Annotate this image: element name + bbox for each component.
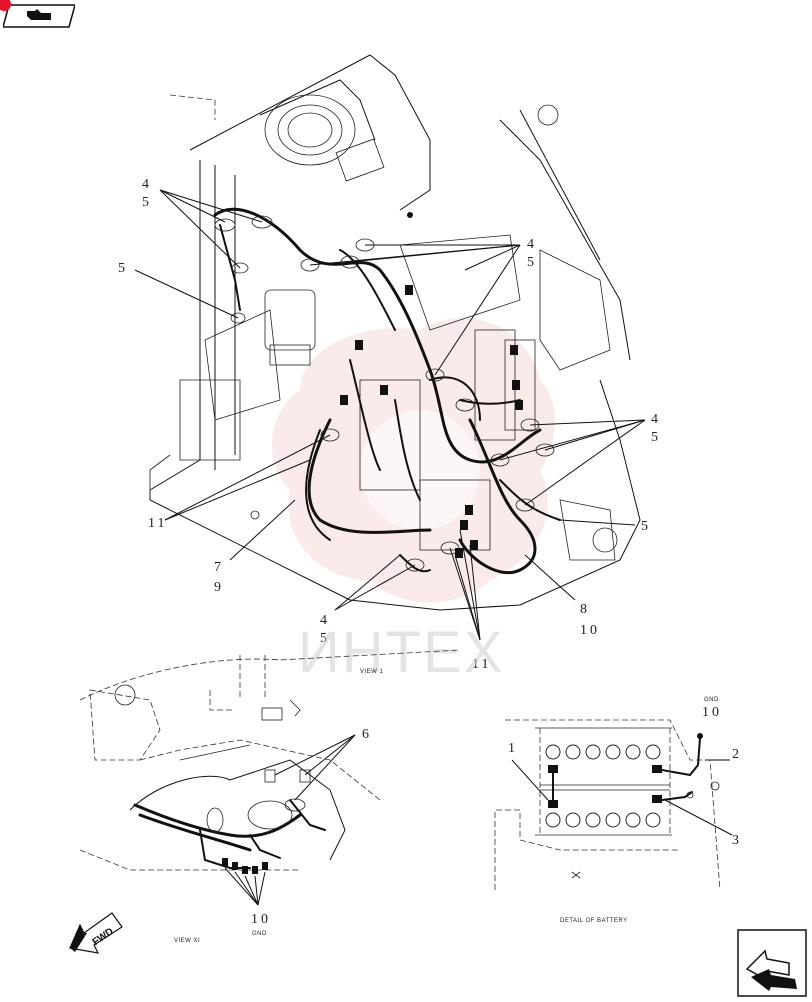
callout-4-top-left: 4 <box>142 177 152 192</box>
callout-10: 10 <box>580 623 600 638</box>
callout-6: 6 <box>362 727 372 742</box>
callout-10-battery: 10 <box>702 705 722 720</box>
callout-8: 8 <box>580 602 590 617</box>
machine-frame-drawing <box>149 54 641 611</box>
callout-7: 7 <box>214 560 224 575</box>
callout-5-right: 5 <box>651 430 661 445</box>
top-left-nav-box[interactable] <box>0 0 76 29</box>
callout-11-left: 11 <box>148 516 167 531</box>
callout-5-right-lower: 5 <box>641 519 651 534</box>
battery-detail-drawing <box>494 719 733 891</box>
view-xi-label: VIEW XI <box>174 938 200 944</box>
red-status-dot <box>0 0 11 11</box>
callout-leaders <box>134 189 646 641</box>
gnd-label-view-xi: GND <box>252 931 267 937</box>
callout-1: 1 <box>508 741 518 756</box>
next-page-arrow-icon <box>737 929 807 997</box>
callout-4-bottom: 4 <box>320 613 330 628</box>
callout-5-top-left: 5 <box>142 195 152 210</box>
next-page-button[interactable] <box>737 929 807 997</box>
callout-5-left: 5 <box>118 261 128 276</box>
callout-5-bottom: 5 <box>320 631 330 646</box>
battery-cells-top <box>545 744 661 760</box>
forward-arrow-icon: FWD <box>69 912 123 954</box>
callout-11-bottom: 11 <box>472 657 491 672</box>
wiring-harness <box>213 207 561 575</box>
callout-2: 2 <box>732 747 742 762</box>
callout-9: 9 <box>214 580 224 595</box>
callout-10-view-xi: 10 <box>251 912 271 927</box>
page-icon <box>2 4 76 28</box>
callout-5-center: 5 <box>527 255 537 270</box>
view-1-label: VIEW 1 <box>360 669 384 675</box>
callout-4-right: 4 <box>651 412 661 427</box>
callout-3: 3 <box>732 833 742 848</box>
watermark-text: ИНТЕХ <box>298 620 504 685</box>
gnd-label-battery: GND <box>704 697 719 703</box>
view-xi-drawing <box>79 649 461 906</box>
battery-detail-label: DETAIL OF BATTERY <box>560 918 628 924</box>
callout-4-center: 4 <box>527 237 537 252</box>
battery-cells-bottom <box>545 812 661 828</box>
main-view-callouts: 4 5 5 4 5 4 5 5 11 7 9 4 5 11 8 10 <box>118 177 661 672</box>
